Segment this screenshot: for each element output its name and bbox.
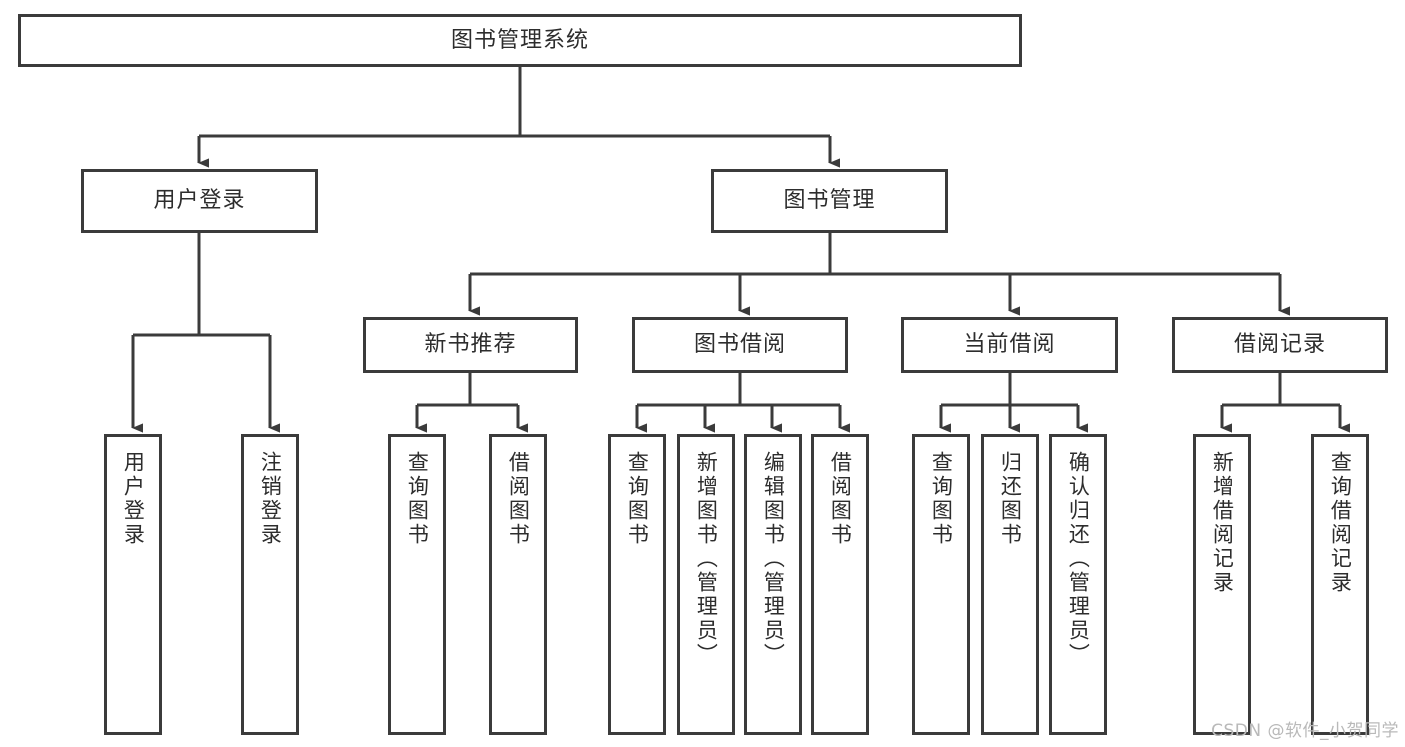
node-label: 用户登录 <box>153 188 246 214</box>
node-label: 图书借阅 <box>693 332 786 358</box>
node-label: 确认归还（管理员） <box>1066 451 1091 667</box>
node-leaf-user-logout[interactable]: 注销登录 <box>241 434 299 735</box>
node-user-login[interactable]: 用户登录 <box>81 169 318 233</box>
node-label: 查询图书 <box>625 451 650 547</box>
node-new-book-recommend[interactable]: 新书推荐 <box>363 317 578 373</box>
node-current-borrow[interactable]: 当前借阅 <box>901 317 1118 373</box>
node-label: 借阅图书 <box>506 451 531 547</box>
node-leaf-query-book-2[interactable]: 查询图书 <box>608 434 666 735</box>
node-label: 图书管理系统 <box>450 27 589 53</box>
node-leaf-confirm-return[interactable]: 确认归还（管理员） <box>1049 434 1107 735</box>
node-leaf-edit-book[interactable]: 编辑图书（管理员） <box>744 434 802 735</box>
node-leaf-query-book-1[interactable]: 查询图书 <box>388 434 446 735</box>
csdn-watermark: CSDN @软件_小贺同学 <box>1211 721 1399 741</box>
node-leaf-add-book[interactable]: 新增图书（管理员） <box>677 434 735 735</box>
node-label: 用户登录 <box>121 451 146 547</box>
node-label: 图书管理 <box>783 188 876 214</box>
node-label: 编辑图书（管理员） <box>761 451 786 667</box>
node-leaf-borrow-book-1[interactable]: 借阅图书 <box>489 434 547 735</box>
node-label: 查询借阅记录 <box>1328 451 1353 595</box>
node-leaf-return-book[interactable]: 归还图书 <box>981 434 1039 735</box>
node-leaf-add-record[interactable]: 新增借阅记录 <box>1193 434 1251 735</box>
node-borrow-record[interactable]: 借阅记录 <box>1172 317 1388 373</box>
node-label: 归还图书 <box>998 451 1023 547</box>
node-system[interactable]: 图书管理系统 <box>18 14 1022 67</box>
node-label: 注销登录 <box>258 451 283 547</box>
node-leaf-user-login[interactable]: 用户登录 <box>104 434 162 735</box>
node-label: 查询图书 <box>929 451 954 547</box>
node-leaf-query-book-3[interactable]: 查询图书 <box>912 434 970 735</box>
node-book-manage[interactable]: 图书管理 <box>711 169 948 233</box>
node-label: 查询图书 <box>405 451 430 547</box>
node-label: 新增图书（管理员） <box>694 451 719 667</box>
node-label: 新增借阅记录 <box>1210 451 1235 595</box>
node-label: 新书推荐 <box>424 332 517 358</box>
node-leaf-query-record[interactable]: 查询借阅记录 <box>1311 434 1369 735</box>
node-leaf-borrow-book-2[interactable]: 借阅图书 <box>811 434 869 735</box>
node-book-borrow[interactable]: 图书借阅 <box>632 317 848 373</box>
node-label: 当前借阅 <box>963 332 1056 358</box>
node-label: 借阅图书 <box>828 451 853 547</box>
node-label: 借阅记录 <box>1233 332 1326 358</box>
